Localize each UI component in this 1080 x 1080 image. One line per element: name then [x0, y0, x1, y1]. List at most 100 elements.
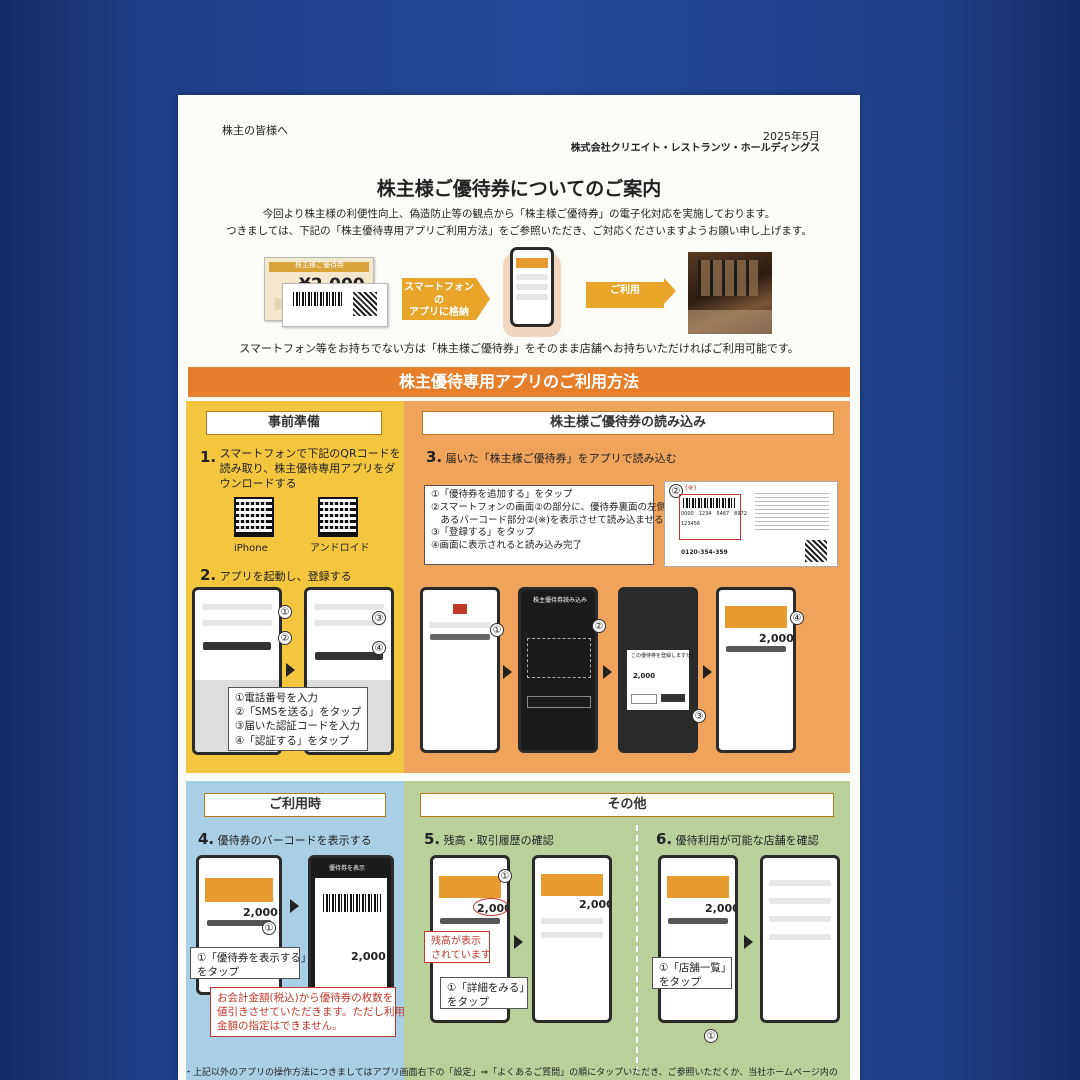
tag-store-text: スマートフォンの アプリに格納 [404, 282, 474, 318]
arrow-right-icon [514, 935, 523, 949]
use-warning-1: お会計金額(税込)から優待券の枚数を [217, 992, 394, 1004]
other-step5-text: 残高・取引履歴の確認 [443, 834, 554, 847]
store-list-screen [760, 855, 840, 1023]
other-amount-3: 2,000 [705, 902, 738, 915]
marker-2: ② [278, 631, 292, 645]
prep-step1-text: スマートフォンで下記のQRコードを 読み取り、株主優待専用アプリをダ ウンロード… [219, 447, 401, 490]
use-step4-text: 優待券のバーコードを表示する [217, 834, 372, 847]
other-screen-2: 2,000 [532, 855, 612, 1023]
footer-note: ・上記以外のアプリの操作方法につきましてはアプリ画面右下の「設定」⇒「よくあるご… [184, 1068, 838, 1078]
ticket-mark: (※) [685, 484, 697, 492]
load-instr-4: ④画面に表示されると読み込み完了 [431, 540, 583, 552]
marker-1-store: ① [704, 1029, 718, 1043]
notice-sheet: 株主の皆様へ 2025年5月 株式会社クリエイト・レストランツ・ホールディングス… [178, 95, 860, 1080]
other-step5-num: 5. [424, 830, 441, 848]
other-step6-num: 6. [656, 830, 673, 848]
arrow-right-icon [286, 663, 295, 677]
issue-date: 2025年5月 [763, 130, 820, 143]
balance-note: 残高が表示 されています [424, 931, 491, 963]
load-step3: 3. 届いた「株主様ご優待券」をアプリで読み込む [426, 447, 677, 467]
ticket-back-detail: ② (※) 0000 1234 5467 8972 123456 0120-35… [664, 481, 838, 567]
prep-step2: 2. アプリを起動し、登録する [200, 565, 352, 585]
marker-1-use: ① [262, 921, 276, 935]
other-amount-2: 2,000 [579, 898, 612, 911]
load-instr-2b: あるバーコード部分②(※)を表示させて読み込ませる [431, 514, 664, 526]
use-screen-title: 優待券を表示 [329, 865, 366, 872]
prep-instr-1: ①電話番号を入力 [235, 692, 318, 704]
other-screen-3: 2,000 [658, 855, 738, 1023]
marker-3: ③ [372, 611, 386, 625]
other-panel: その他 5. 残高・取引履歴の確認 6. 優待利用が可能な店舗を確認 2,000… [404, 781, 850, 1080]
other-callout-5: ①「詳細をみる」 をタップ [440, 977, 530, 1009]
restaurant-photo [688, 252, 772, 334]
no-phone-note: スマートフォン等をお持ちでない方は「株主様ご優待券」をそのまま店舗へお持ちいただ… [239, 342, 799, 355]
marker-4-load: ④ [790, 611, 804, 625]
prep-instructions: ①電話番号を入力 ②「SMSを送る」をタップ ③届いた認証コードを入力 ④「認証… [228, 687, 368, 751]
qr-code-iphone[interactable] [234, 497, 274, 537]
company-name: 株式会社クリエイト・レストランツ・ホールディングス [570, 143, 820, 154]
arrow-right-icon [290, 899, 299, 913]
balance-note-2: されています [431, 949, 491, 961]
prep-step2-text: アプリを起動し、登録する [219, 570, 352, 583]
page-title: 株主様ご優待券についてのご案内 [376, 178, 662, 200]
qr-code-android[interactable] [318, 497, 358, 537]
scan-title: 株主優待券読み込み [533, 597, 588, 604]
ticket-barcode-digits: 0000 1234 5467 8972 [681, 511, 747, 517]
ticket-label: 株主様ご優待券 [295, 261, 344, 269]
load-panel: 株主様ご優待券の読み込み 3. 届いた「株主様ご優待券」をアプリで読み込む ①「… [404, 401, 850, 773]
load-screen-2: 株主優待券読み込み [518, 587, 598, 753]
arrow-right-icon [603, 665, 612, 679]
tag-store-in-app: スマートフォンの アプリに格納 [402, 278, 476, 320]
load-instructions: ①「優待券を追加する」をタップ ②スマートフォンの画面②の部分に、優待券裏面の左… [424, 485, 676, 565]
use-callout-2: をタップ [197, 966, 239, 979]
ticket-back-image [282, 283, 388, 327]
use-callout: ①「優待券を表示する」 をタップ [190, 947, 312, 979]
intro-line-1: 今回より株主様の利便性向上、偽造防止等の観点から「株主様ご優待券」の電子化対応を… [262, 208, 776, 220]
marker-1: ① [278, 605, 292, 619]
use-title: ご利用時 [204, 793, 386, 817]
balance-note-1: 残高が表示 [431, 936, 481, 947]
phone-illustration [510, 247, 554, 327]
load-title: 株主様ご優待券の読み込み [422, 411, 834, 435]
load-step3-num: 3. [426, 448, 443, 466]
prep-step2-num: 2. [200, 566, 217, 584]
use-warning-2: 値引きさせていただきます。ただし利用 [217, 1006, 405, 1019]
use-amount-1: 2,000 [243, 906, 278, 919]
prep-step1: 1. スマートフォンで下記のQRコードを 読み取り、株主優待専用アプリをダ ウン… [200, 447, 401, 492]
use-step4-num: 4. [198, 830, 215, 848]
load-amount: 2,000 [759, 632, 794, 645]
salutation: 株主の皆様へ [222, 124, 288, 137]
tag-arrow-2 [664, 278, 676, 304]
use-callout-1: ①「優待券を表示する」 [197, 952, 312, 964]
load-instr-3: ③「登録する」をタップ [431, 527, 535, 539]
use-warning: お会計金額(税込)から優待券の枚数を 値引きさせていただきます。ただし利用 金額… [210, 987, 405, 1037]
use-panel: ご利用時 4. 優待券のバーコードを表示する 2,000 ① 優待券を表示 2,… [186, 781, 405, 1080]
ticket-barcode-code: 123456 [681, 521, 701, 527]
load-instr-1: ①「優待券を追加する」をタップ [431, 489, 573, 500]
other-step5: 5. 残高・取引履歴の確認 [424, 829, 554, 849]
other-callout-6: ①「店舗一覧」 をタップ [652, 957, 732, 989]
arrow-right-icon [503, 665, 512, 679]
prep-instr-3: ③届いた認証コードを入力 [235, 720, 360, 733]
tag-arrow-1 [476, 278, 490, 320]
prep-instr-2: ②「SMSを送る」をタップ [235, 706, 362, 719]
tag-use-text: ご利用 [610, 285, 640, 296]
load-instr-2: ②スマートフォンの画面②の部分に、優待券裏面の左側に [431, 501, 676, 513]
marker-1-load: ① [490, 623, 504, 637]
marker-4: ④ [372, 641, 386, 655]
dialog-amount: 2,000 [633, 672, 656, 680]
other-callout6-2: をタップ [659, 976, 701, 989]
other-step6: 6. 優待利用が可能な店舗を確認 [656, 829, 819, 849]
tag-use: ご利用 [586, 282, 664, 308]
qr-android-label: アンドロイド [310, 543, 370, 554]
ticket-phone: 0120-354-359 [681, 549, 728, 556]
other-step6-text: 優待利用が可能な店舗を確認 [675, 834, 819, 847]
prep-instr-4: ④「認証する」をタップ [235, 734, 350, 747]
qr-iphone-label: iPhone [234, 543, 268, 554]
load-step3-text: 届いた「株主様ご優待券」をアプリで読み込む [445, 452, 677, 465]
other-callout5-2: をタップ [447, 996, 489, 1009]
usage-banner: 株主優待専用アプリのご利用方法 [188, 367, 850, 397]
marker-2-load: ② [592, 619, 606, 633]
dialog-title: この優待券を登録しますか？ [631, 653, 697, 659]
prep-title: 事前準備 [206, 411, 382, 435]
